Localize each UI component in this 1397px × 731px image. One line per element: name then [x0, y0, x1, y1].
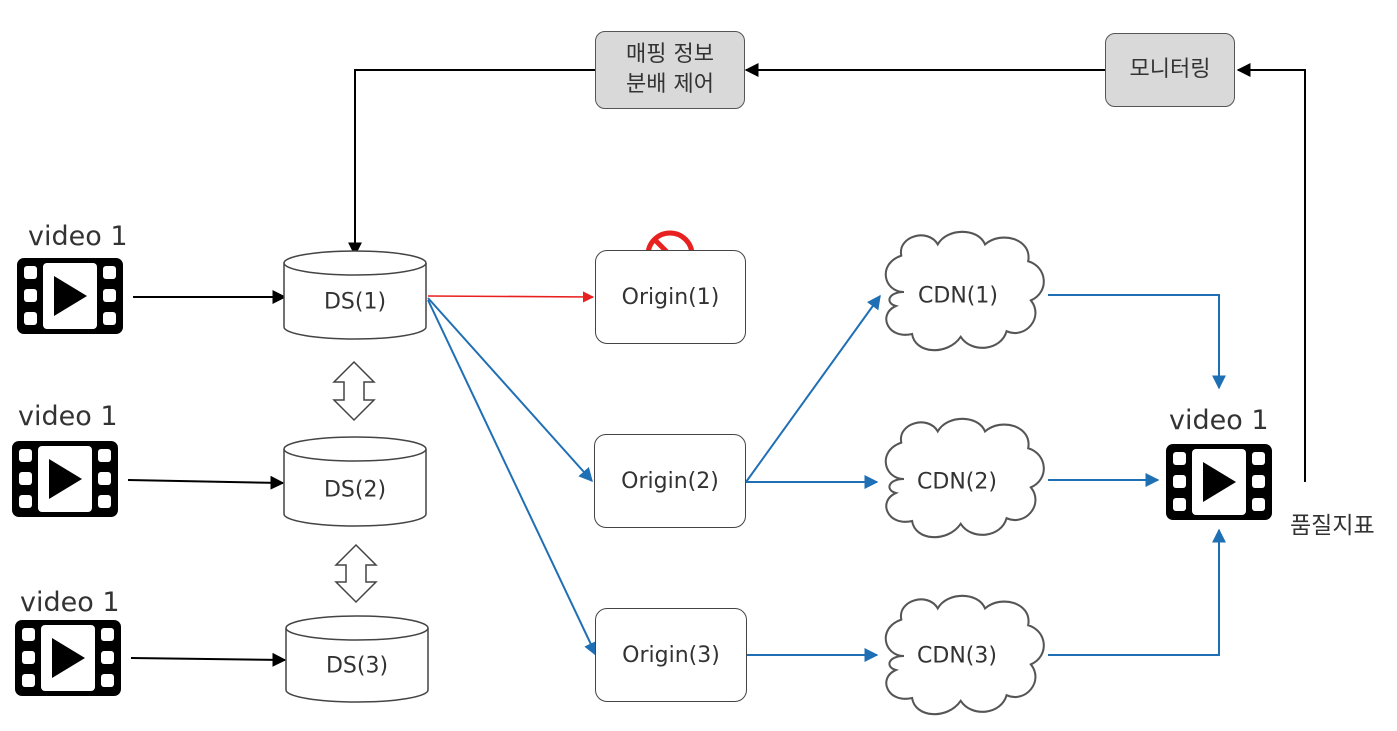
ds-1-cylinder: [283, 250, 427, 340]
origin-1-label: Origin(1): [621, 284, 720, 310]
ds2-ds3-sync-arrow: [334, 543, 378, 604]
monitoring-label: 모니터링: [1129, 57, 1211, 83]
video-source-1: [17, 258, 123, 334]
origin-3-box: Origin(3): [595, 608, 747, 702]
video-source-3-label: video 1: [20, 587, 120, 618]
ds-2-label: DS(2): [323, 477, 387, 503]
video-film-icon: [12, 441, 118, 517]
video-source-3: [15, 620, 121, 696]
quality-metric-label: 품질지표: [1290, 513, 1375, 539]
video3-to-ds3-arrow: [130, 652, 287, 667]
video-film-icon: [15, 620, 121, 696]
ds1-to-origin2-arrow: [427, 297, 593, 483]
origin-2-label: Origin(2): [621, 468, 719, 494]
cdn-2-label: CDN(2): [917, 469, 997, 495]
cdn-3-label: CDN(3): [917, 643, 997, 669]
video-film-icon: [1166, 444, 1272, 520]
video-film-icon: [17, 258, 123, 334]
cdn1-to-client-arrow: [1048, 294, 1226, 390]
mapping-control-line1: 매핑 정보: [626, 42, 714, 68]
ds1-to-origin3-arrow: [427, 299, 597, 657]
mapping-control-line2: 분배 제어: [626, 72, 714, 97]
ds-3-label: DS(3): [325, 653, 389, 679]
quality-to-monitoring-arrow: [1236, 63, 1306, 482]
ds-1-label: DS(1): [323, 289, 387, 315]
video2-to-ds2-arrow: [127, 475, 285, 490]
origin-3-label: Origin(3): [622, 642, 720, 668]
origin-2-box: Origin(2): [594, 434, 746, 528]
origin-1-box: Origin(1): [595, 250, 746, 344]
mapping-to-ds1-arrow: [348, 69, 595, 257]
origin2-to-cdn1-arrow: [745, 294, 881, 483]
ds-2-cylinder: [283, 436, 427, 527]
mapping-control-box: 매핑 정보 분배 제어: [595, 31, 745, 109]
monitoring-box: 모니터링: [1105, 33, 1235, 107]
cdn3-to-client-arrow: [1048, 528, 1226, 656]
ds1-to-origin1-arrow: [427, 291, 595, 303]
feedback-loop: [348, 63, 1306, 482]
cdn-1-label: CDN(1): [918, 283, 998, 309]
ds-3-cylinder: [285, 615, 429, 703]
client-video-label: video 1: [1169, 405, 1269, 436]
video-source-2: [12, 441, 118, 517]
ds1-ds2-sync-arrow: [332, 360, 376, 422]
video-source-2-label: video 1: [18, 401, 118, 432]
video-source-1-label: video 1: [28, 221, 128, 252]
